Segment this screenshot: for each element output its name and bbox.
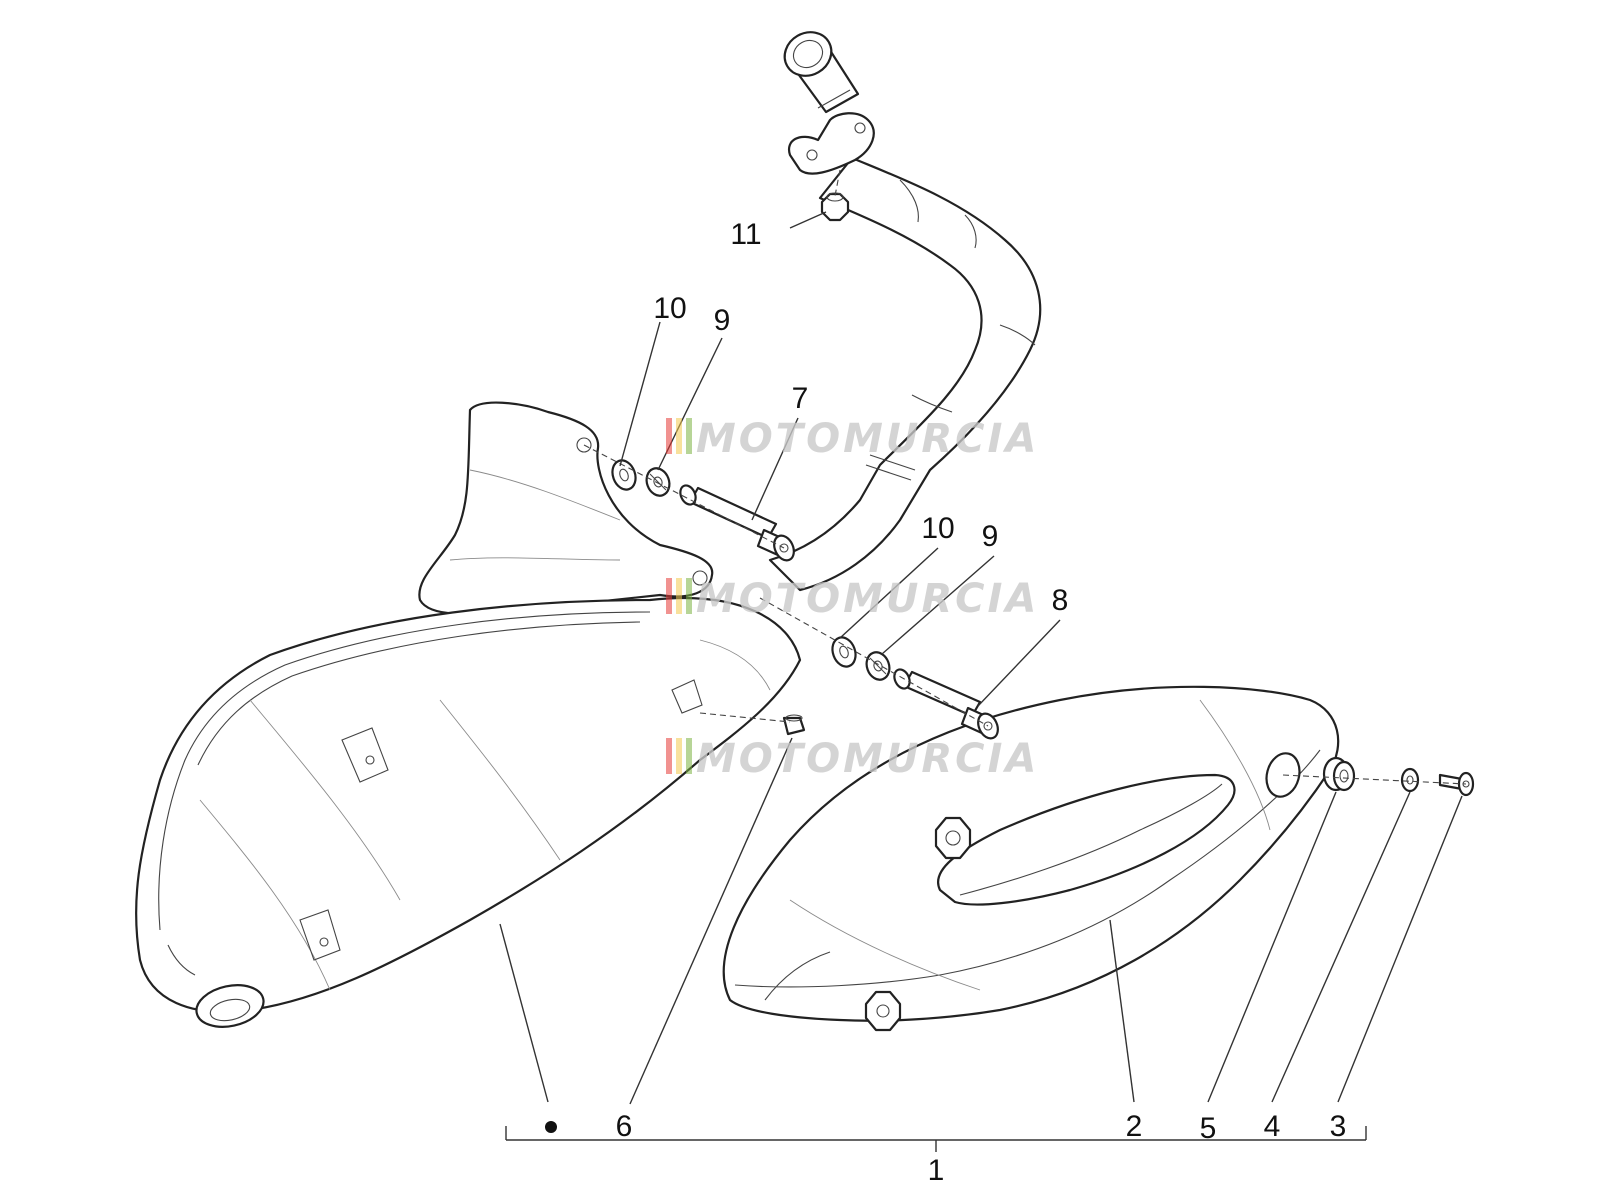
rubber-grommet — [1322, 756, 1356, 792]
lower-washer — [831, 636, 857, 668]
callout-2: 2 — [1126, 1110, 1143, 1143]
watermark-stripe-green — [686, 738, 692, 774]
upper-washer — [611, 459, 637, 491]
watermark-text: MOTOMURCIA — [696, 576, 1039, 622]
watermark-text: MOTOMURCIA — [696, 416, 1039, 462]
assembly-axes — [583, 169, 1467, 785]
leader-lines — [499, 211, 1463, 1152]
callout-10-lower: 10 — [921, 512, 954, 545]
lower-bolt — [893, 668, 999, 740]
upper-bolt — [679, 484, 795, 562]
callout-11: 11 — [730, 218, 761, 251]
muffler-body — [134, 596, 802, 1028]
muffler-nut — [782, 714, 806, 736]
callout-3: 3 — [1330, 1110, 1347, 1143]
callout-9-lower: 9 — [982, 520, 999, 553]
callout-7: 7 — [792, 382, 809, 415]
watermark-3: MOTOMURCIA — [666, 736, 1039, 782]
callout-5: 5 — [1200, 1112, 1217, 1145]
callout-6: 6 — [616, 1110, 633, 1143]
callout-9-upper: 9 — [714, 304, 731, 337]
watermark-stripe-red — [666, 738, 672, 774]
watermark-stripe-yellow — [676, 578, 682, 614]
watermark-text: MOTOMURCIA — [696, 736, 1039, 782]
callout-10-upper: 10 — [653, 292, 686, 325]
watermark-2: MOTOMURCIA — [666, 576, 1039, 622]
shield-screw — [1438, 771, 1475, 797]
watermark-stripe-red — [666, 578, 672, 614]
assembly-marker-dot — [545, 1121, 557, 1133]
callout-1: 1 — [928, 1154, 945, 1187]
watermark-stripe-green — [686, 418, 692, 454]
callout-8: 8 — [1052, 584, 1069, 617]
shield-washer — [1400, 767, 1420, 793]
watermark-1: MOTOMURCIA — [666, 416, 1039, 462]
watermark-stripe-red — [666, 418, 672, 454]
watermark-stripe-yellow — [676, 738, 682, 774]
flange-nut — [820, 192, 850, 222]
lower-lock-washer — [865, 651, 891, 681]
callout-4: 4 — [1264, 1110, 1281, 1143]
watermark-stripe-yellow — [676, 418, 682, 454]
watermark-stripe-green — [686, 578, 692, 614]
exhaust-header-pipe — [768, 31, 1042, 592]
upper-lock-washer — [645, 467, 671, 497]
muffler-hanger-bracket — [418, 401, 714, 615]
